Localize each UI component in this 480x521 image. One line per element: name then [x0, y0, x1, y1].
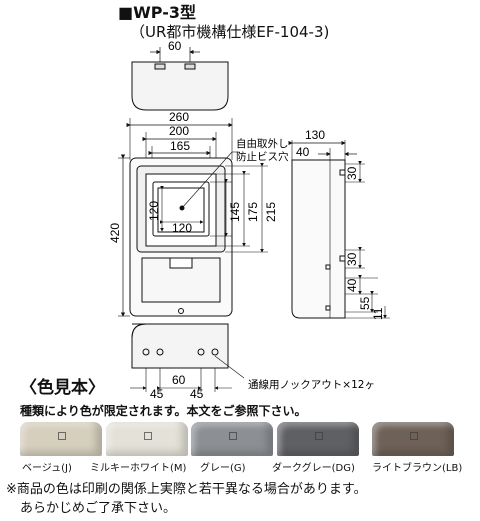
swatch-label: グレー(G)	[200, 463, 246, 474]
color-swatch-4	[277, 422, 359, 456]
dim-bottom-60: 60	[172, 373, 186, 387]
dim-height-420: 420	[108, 223, 122, 243]
swatch-label-mark	[315, 432, 323, 440]
dim-side-30-mid: 30	[345, 252, 359, 266]
swatch-label: ダークグレー(DG)	[272, 463, 355, 474]
footnote-line-2: あらかじめご了承下さい。	[20, 501, 177, 516]
swatch-section-subtitle: 種類により色が限定されます。本文をご参照下さい。	[20, 404, 307, 418]
dim-width-260: 260	[169, 110, 189, 124]
color-swatch-3	[191, 422, 273, 456]
dim-side-30-top: 30	[345, 166, 359, 180]
swatch-section-title: 〈色見本〉	[20, 378, 105, 398]
dim-depth-130: 130	[305, 128, 325, 142]
dim-depth-40: 40	[296, 145, 310, 159]
dim-width-200: 200	[169, 124, 189, 138]
color-swatch-2	[106, 422, 188, 456]
screw-hole-note-2: 防止ビス穴	[236, 150, 289, 163]
dim-side-11: 11	[371, 307, 385, 320]
dim-side-55: 55	[358, 296, 372, 310]
model-title: ■WP-3型	[118, 3, 196, 22]
dim-bottom-45-right: 45	[190, 387, 204, 401]
dim-side-40: 40	[345, 278, 359, 292]
dim-window-120-v: 120	[147, 201, 161, 221]
dim-window-120-h: 120	[172, 221, 192, 235]
swatch-label-mark	[410, 432, 418, 440]
side-view	[288, 140, 390, 319]
knockout-note: 通線用ノックアウト×12ヶ	[248, 378, 375, 391]
footnote-line-1: ※商品の色は印刷の関係上実際と若干異なる場合があります。	[6, 482, 367, 497]
swatch-label-mark	[58, 432, 66, 440]
swatch-label: ライトブラウン(LB)	[372, 463, 463, 474]
dim-bottom-45-left: 45	[150, 387, 164, 401]
swatch-label-mark	[229, 432, 237, 440]
spec-subtitle: （UR都市機構仕様EF-104-3)	[130, 23, 330, 41]
bottom-view	[130, 323, 245, 392]
color-swatch-1	[20, 422, 102, 456]
swatch-label: ミルキーホワイト(M)	[90, 463, 187, 474]
screw-hole-note-1: 自由取外し	[236, 137, 289, 150]
swatch-label: ベージュ(J)	[22, 463, 72, 474]
top-view	[131, 47, 229, 111]
dim-175: 175	[246, 202, 260, 222]
dim-width-165: 165	[170, 139, 190, 153]
dim-top-60: 60	[168, 39, 182, 53]
color-swatch-5	[372, 422, 454, 456]
swatch-label-mark	[144, 432, 152, 440]
dim-145: 145	[228, 202, 242, 222]
dim-215: 215	[264, 202, 278, 222]
front-view	[118, 118, 268, 317]
